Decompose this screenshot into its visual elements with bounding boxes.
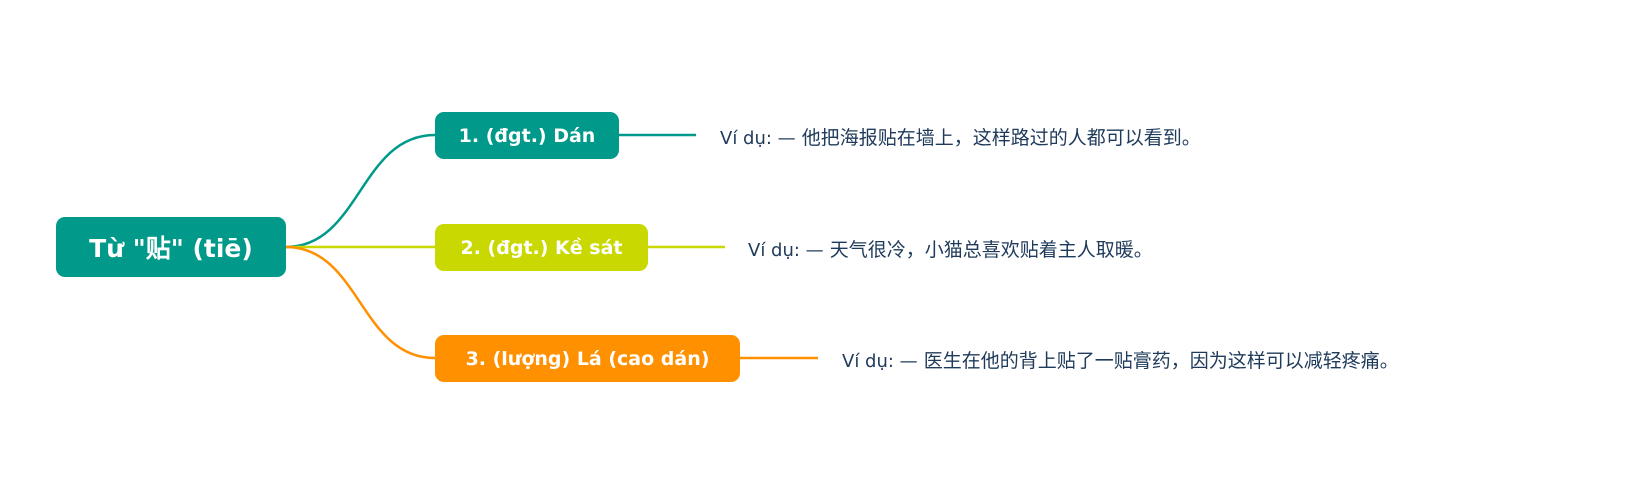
branch-label: 1. (đgt.) Dán	[458, 124, 596, 147]
connector-1	[285, 133, 436, 249]
branch-label: 3. (lượng) Lá (cao dán)	[465, 347, 710, 370]
example-text: 他把海报贴在墙上，这样路过的人都可以看到。	[801, 127, 1201, 149]
example-text: 天气很冷，小猫总喜欢贴着主人取暖。	[829, 239, 1153, 261]
branch-node-1[interactable]: 1. (đgt.) Dán	[435, 112, 619, 159]
example-2[interactable]: Ví dụ: — 天气很冷，小猫总喜欢贴着主人取暖。	[748, 235, 1153, 262]
example-text: 医生在他的背上贴了一贴膏药，因为这样可以减轻疼痛。	[923, 350, 1399, 372]
example-prefix: Ví dụ: —	[720, 128, 796, 149]
branch-node-3[interactable]: 3. (lượng) Lá (cao dán)	[435, 335, 740, 382]
root-label: Từ "贴" (tiē)	[89, 234, 253, 263]
branch-node-2[interactable]: 2. (đgt.) Kề sát	[435, 224, 648, 271]
connector-3	[285, 245, 436, 360]
example-1[interactable]: Ví dụ: — 他把海报贴在墙上，这样路过的人都可以看到。	[720, 123, 1201, 150]
example-prefix: Ví dụ: —	[748, 240, 824, 261]
example-prefix: Ví dụ: —	[842, 351, 918, 372]
branch-label: 2. (đgt.) Kề sát	[460, 236, 623, 259]
root-node[interactable]: Từ "贴" (tiē)	[56, 217, 286, 277]
example-3[interactable]: Ví dụ: — 医生在他的背上贴了一贴膏药，因为这样可以减轻疼痛。	[842, 346, 1399, 373]
